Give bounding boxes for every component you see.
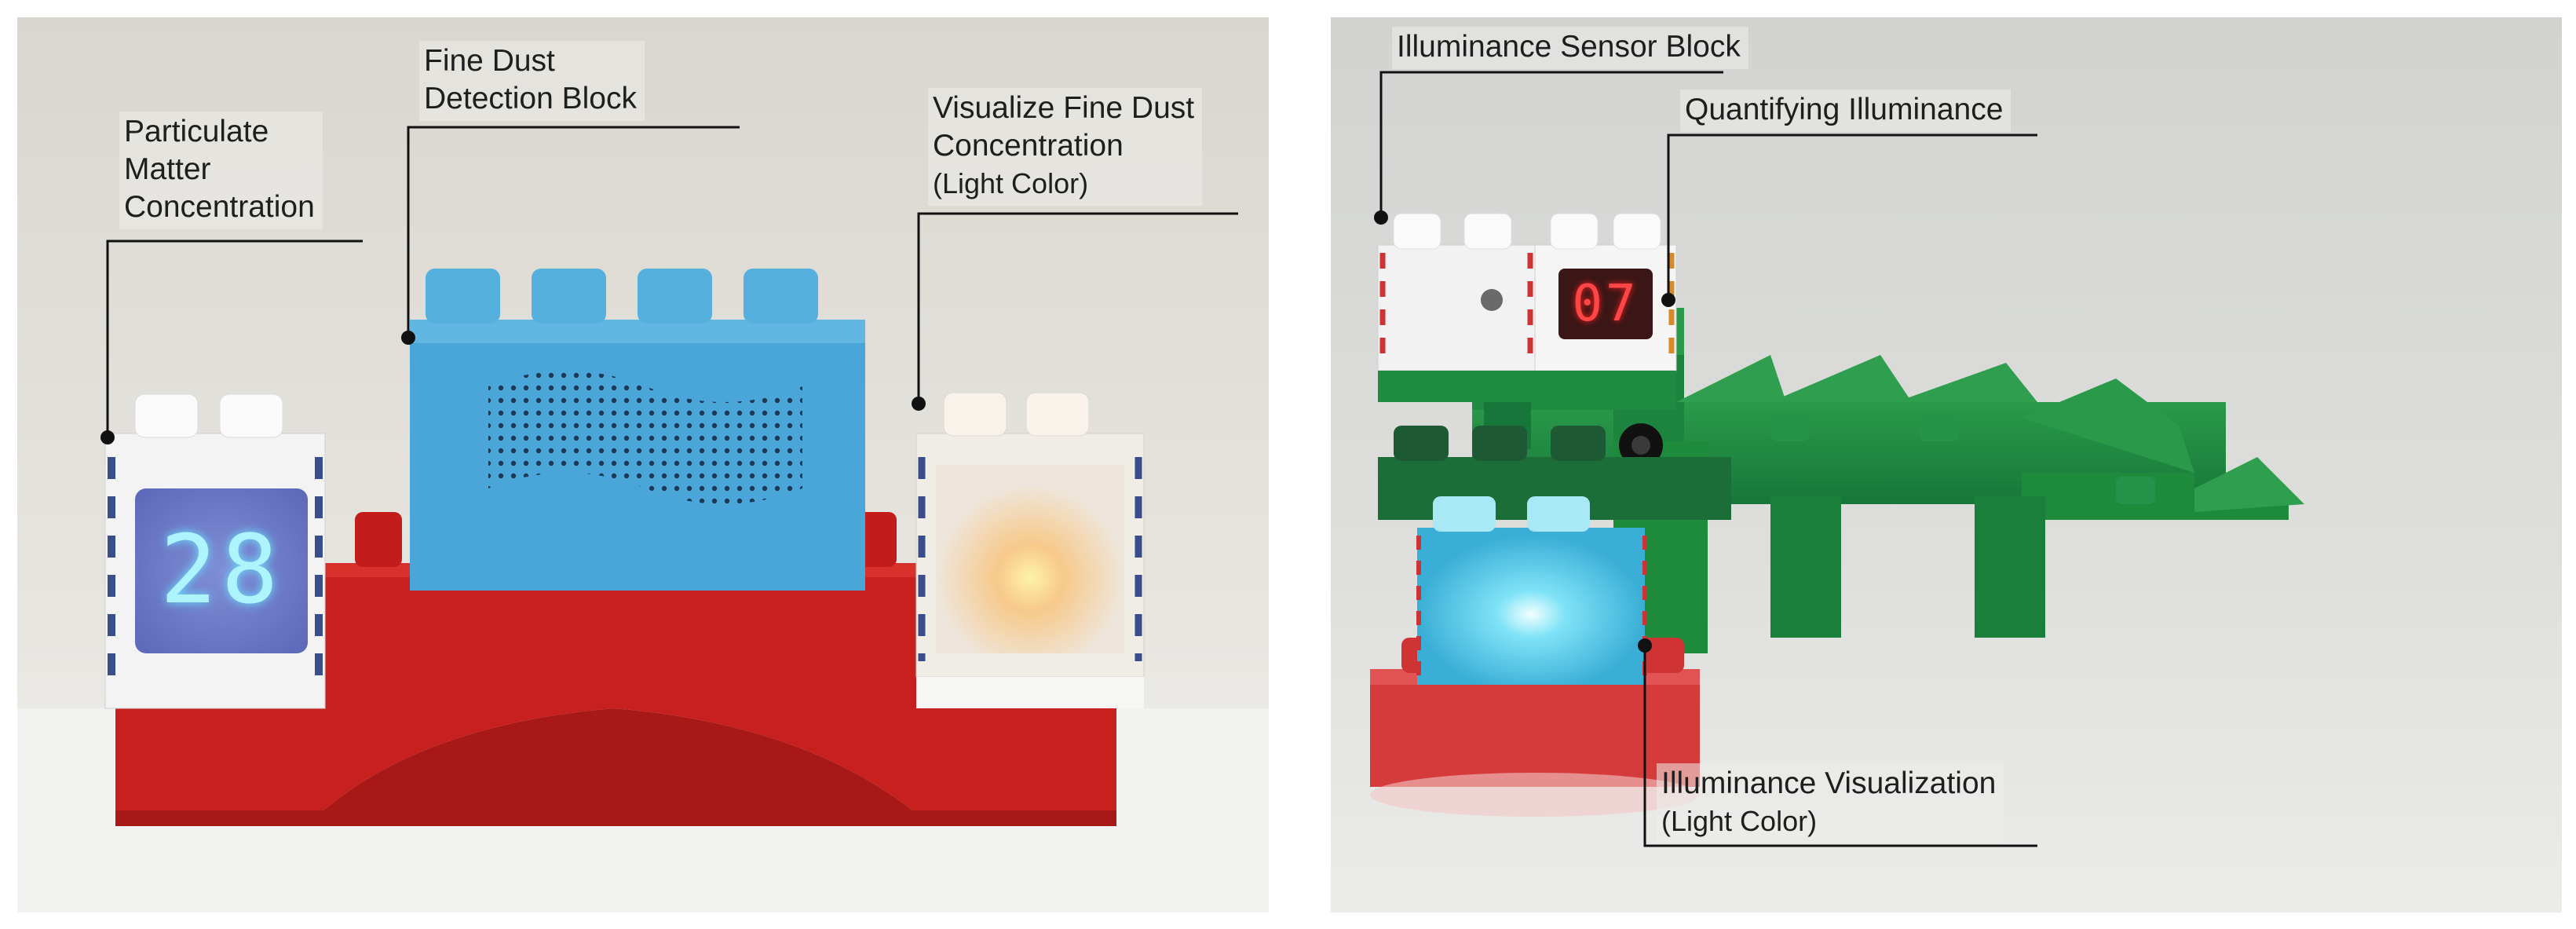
label-line: Quantifying Illuminance bbox=[1685, 93, 2004, 126]
label-line: Detection Block bbox=[424, 82, 637, 115]
right-photo-panel: Illuminance Sensor Block Quantifying Ill… bbox=[1331, 17, 2562, 913]
quantifying-illuminance-label: Quantifying Illuminance bbox=[1680, 90, 2011, 132]
light-color-block bbox=[915, 392, 1145, 708]
label-line: Illuminance Visualization bbox=[1661, 766, 1997, 800]
callout-lines bbox=[1379, 71, 2037, 847]
particulate-matter-label: Particulate Matter Concentration bbox=[119, 112, 323, 229]
illuminance-seven-segment-display: 07 bbox=[1572, 275, 1639, 333]
fine-dust-detection-block bbox=[410, 269, 865, 591]
illuminance-visualization-label: Illuminance Visualization (Light Color) bbox=[1657, 763, 2004, 843]
pm-seven-segment-display: 28 bbox=[159, 516, 283, 625]
illuminance-sensor-block bbox=[1377, 213, 1677, 402]
illuminance-light-block bbox=[1416, 496, 1647, 685]
label-line: Illuminance Sensor Block bbox=[1397, 30, 1741, 64]
callout-dot-detection bbox=[401, 331, 415, 345]
label-line: Concentration bbox=[933, 129, 1124, 163]
callout-dot-pm bbox=[100, 430, 115, 444]
label-line: (Light Color) bbox=[1661, 805, 1818, 837]
label-line: Visualize Fine Dust bbox=[933, 91, 1195, 125]
left-photo-panel: Particulate Matter Concentration Fine Du… bbox=[17, 17, 1269, 913]
label-line: Concentration bbox=[124, 190, 315, 224]
callout-dot-visualization bbox=[1638, 638, 1652, 653]
fine-dust-detection-label: Fine Dust Detection Block bbox=[419, 41, 645, 121]
pm-display-block bbox=[104, 393, 326, 709]
visualize-fine-dust-label: Visualize Fine Dust Concentration (Light… bbox=[928, 88, 1203, 206]
callout-dot-sensor bbox=[1374, 210, 1388, 225]
callout-dot-visualize bbox=[912, 397, 926, 411]
label-line: Particulate bbox=[124, 115, 269, 148]
callout-lines bbox=[106, 126, 1238, 437]
label-line: Fine Dust bbox=[424, 44, 555, 78]
callout-dot-quantifying bbox=[1661, 293, 1675, 307]
label-line: Matter bbox=[124, 152, 211, 186]
label-line: (Light Color) bbox=[933, 167, 1089, 199]
illuminance-sensor-label: Illuminance Sensor Block bbox=[1392, 27, 1748, 69]
